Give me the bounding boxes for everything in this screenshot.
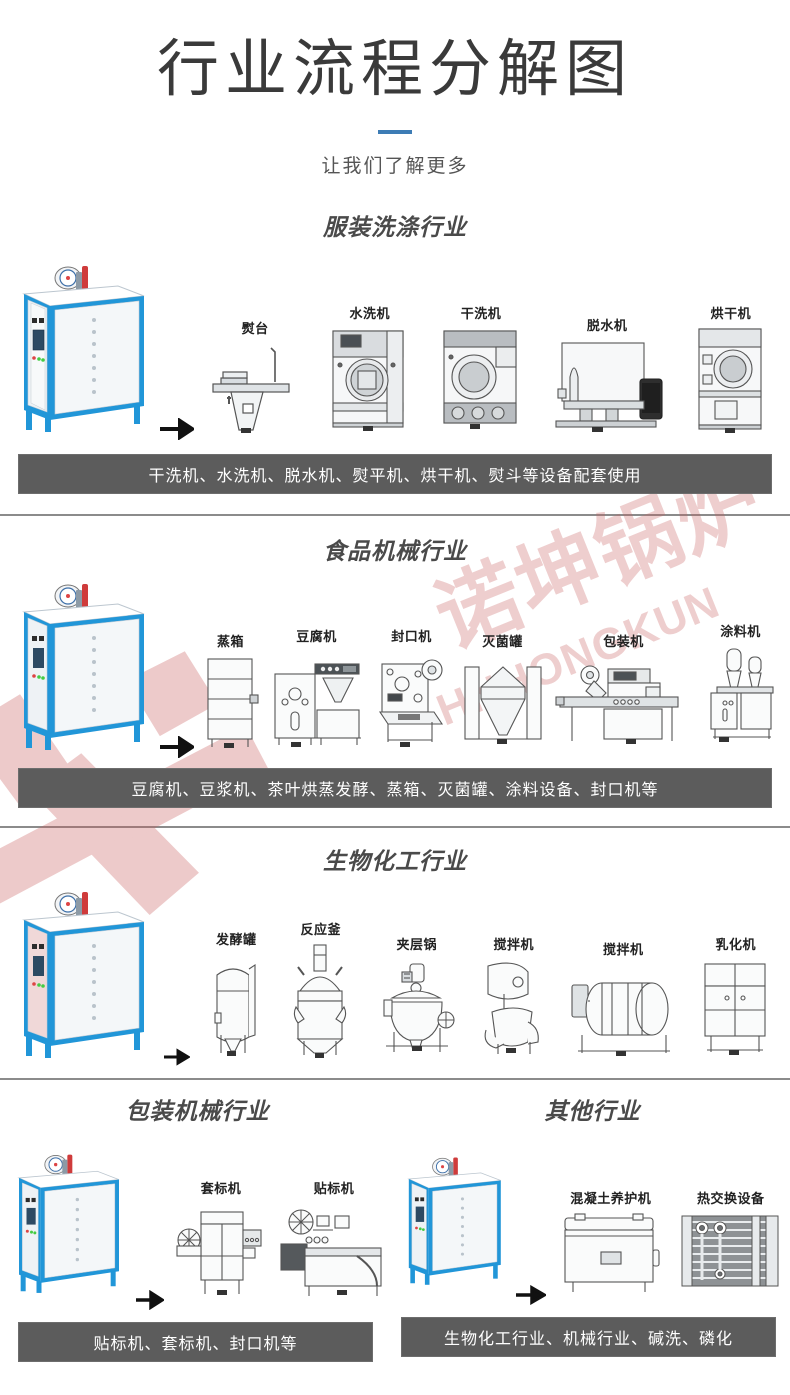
steam-boiler-image-5 — [395, 1140, 510, 1305]
section-bottom-row: 包装机械行业 — [0, 1092, 790, 1362]
section-food-machinery: 食品机械行业 — [0, 532, 790, 808]
equipment-label: 烘干机 — [710, 306, 752, 322]
equipment-label: 发酵罐 — [215, 932, 257, 948]
equipment-label: 包装机 — [603, 634, 644, 650]
mixer-planetary-icon — [478, 956, 550, 1066]
section-garment-washing: 服装洗涤行业 — [0, 208, 790, 494]
flow-arrow-2 — [156, 735, 196, 758]
equipment-label: 搅拌机 — [493, 937, 534, 953]
section-title-garment-washing: 服装洗涤行业 — [323, 214, 467, 241]
washing-machine-icon — [327, 325, 412, 440]
equipment-label: 乳化机 — [715, 937, 756, 953]
dry-cleaning-machine-icon — [438, 325, 523, 440]
sleeve-labeling-machine-icon — [175, 1200, 267, 1310]
concrete-curing-machine-icon — [557, 1210, 665, 1305]
equipment-concrete-curing-machine: 混凝土养护机 — [557, 1188, 665, 1305]
reaction-kettle-icon — [286, 941, 356, 1066]
steam-boiler-image-2 — [6, 578, 156, 758]
equipment-sleeve-labeling-machine: 套标机 — [175, 1178, 267, 1310]
heat-exchanger-icon — [678, 1210, 783, 1305]
section-title-other-industries: 其他行业 — [544, 1098, 641, 1125]
equipment-heat-exchanger: 热交换设备 — [678, 1188, 783, 1305]
equipment-label: 灭菌罐 — [482, 634, 523, 650]
tofu-machine-icon — [269, 648, 365, 758]
equipment-label: 熨台 — [241, 321, 269, 337]
steam-boiler-image-4 — [4, 1140, 129, 1310]
packaging-machine-icon — [554, 653, 694, 758]
equipment-mixer-horizontal: 搅拌机 — [568, 939, 678, 1066]
flow-arrow-1 — [156, 417, 196, 440]
equipment-label: 反应釜 — [300, 922, 341, 938]
equipment-label: 套标机 — [200, 1181, 242, 1197]
equipment-label: 混凝土养护机 — [570, 1191, 652, 1207]
equipment-fermentation-tank: 发酵罐 — [205, 929, 267, 1066]
sterilization-tank-icon — [459, 653, 547, 758]
section-divider-1 — [0, 513, 790, 516]
section-divider-2 — [0, 825, 790, 828]
equipment-label: 贴标机 — [313, 1181, 355, 1197]
ironing-table-icon — [209, 340, 301, 440]
equipment-label: 涂料机 — [720, 624, 761, 640]
equipment-dry-cleaning-machine: 干洗机 — [438, 303, 523, 440]
caption-bar-garment-washing: 干洗机、水洗机、脱水机、熨平机、烘干机、熨斗等设备配套使用 — [18, 453, 772, 494]
equipment-jacketed-kettle: 夹层锅 — [374, 934, 459, 1066]
equipment-label: 脱水机 — [586, 318, 628, 334]
equipment-sealing-machine: 封口机 — [372, 626, 452, 758]
equipment-coating-machine: 涂料机 — [701, 621, 781, 758]
page-title: 行业流程分解图 — [156, 32, 633, 105]
equipment-sterilization-tank: 灭菌罐 — [459, 631, 547, 758]
steam-boiler-image-3 — [6, 886, 156, 1066]
page-subtitle: 让我们了解更多 — [321, 154, 469, 177]
dewatering-machine-icon — [550, 337, 665, 440]
steam-boiler-image-1 — [6, 260, 156, 440]
mixer-horizontal-icon — [568, 961, 678, 1066]
flow-arrow-3 — [156, 1047, 196, 1066]
equipment-label: 搅拌机 — [602, 942, 644, 958]
section-title-packaging-machinery: 包装机械行业 — [125, 1098, 270, 1125]
tumble-dryer-icon — [691, 325, 771, 440]
emulsifier-icon — [697, 956, 775, 1066]
equipment-label: 蒸箱 — [216, 634, 244, 650]
equipment-label: 夹层锅 — [396, 937, 437, 953]
sealing-machine-icon — [372, 648, 452, 758]
equipment-label: 豆腐机 — [296, 629, 337, 645]
steam-cabinet-icon — [200, 653, 262, 758]
equipment-washing-machine: 水洗机 — [327, 303, 412, 440]
equipment-dewatering-machine: 脱水机 — [550, 315, 665, 440]
flow-arrow-5 — [510, 1284, 550, 1305]
equipment-label: 封口机 — [391, 629, 432, 645]
caption-bar-food-machinery: 豆腐机、豆浆机、茶叶烘蒸发酵、蒸箱、灭菌罐、涂料设备、封口机等 — [18, 767, 772, 808]
equipment-tofu-machine: 豆腐机 — [269, 626, 365, 758]
title-accent-bar — [378, 129, 412, 134]
section-title-bio-chemical: 生物化工行业 — [323, 848, 467, 875]
section-divider-3 — [0, 1077, 790, 1080]
flow-arrow-4 — [129, 1289, 169, 1310]
equipment-steam-cabinet: 蒸箱 — [200, 631, 262, 758]
equipment-ironing-table: 熨台 — [209, 318, 301, 440]
fermentation-tank-icon — [205, 951, 267, 1066]
equipment-label: 干洗机 — [460, 306, 502, 322]
equipment-label: 热交换设备 — [696, 1191, 765, 1207]
page-header: 行业流程分解图 让我们了解更多 — [0, 0, 790, 178]
equipment-mixer-planetary: 搅拌机 — [478, 934, 550, 1066]
equipment-packaging-machine: 包装机 — [554, 631, 694, 758]
caption-bar-other-industries: 生物化工行业、机械行业、碱洗、磷化 — [401, 1316, 776, 1357]
coating-machine-icon — [701, 643, 781, 758]
section-title-food-machinery: 食品机械行业 — [323, 538, 467, 565]
equipment-labeling-machine: 贴标机 — [279, 1178, 389, 1310]
section-bio-chemical: 生物化工行业 — [0, 842, 790, 1066]
caption-bar-packaging-machinery: 贴标机、套标机、封口机等 — [18, 1321, 373, 1362]
section-packaging-machinery: 包装机械行业 — [0, 1092, 395, 1362]
labeling-machine-icon — [279, 1200, 389, 1310]
equipment-tumble-dryer: 烘干机 — [691, 303, 771, 440]
equipment-label: 水洗机 — [349, 306, 391, 322]
section-other-industries: 其他行业 — [395, 1092, 790, 1362]
equipment-emulsifier: 乳化机 — [697, 934, 775, 1066]
equipment-reaction-kettle: 反应釜 — [286, 919, 356, 1066]
jacketed-kettle-icon — [374, 956, 459, 1066]
